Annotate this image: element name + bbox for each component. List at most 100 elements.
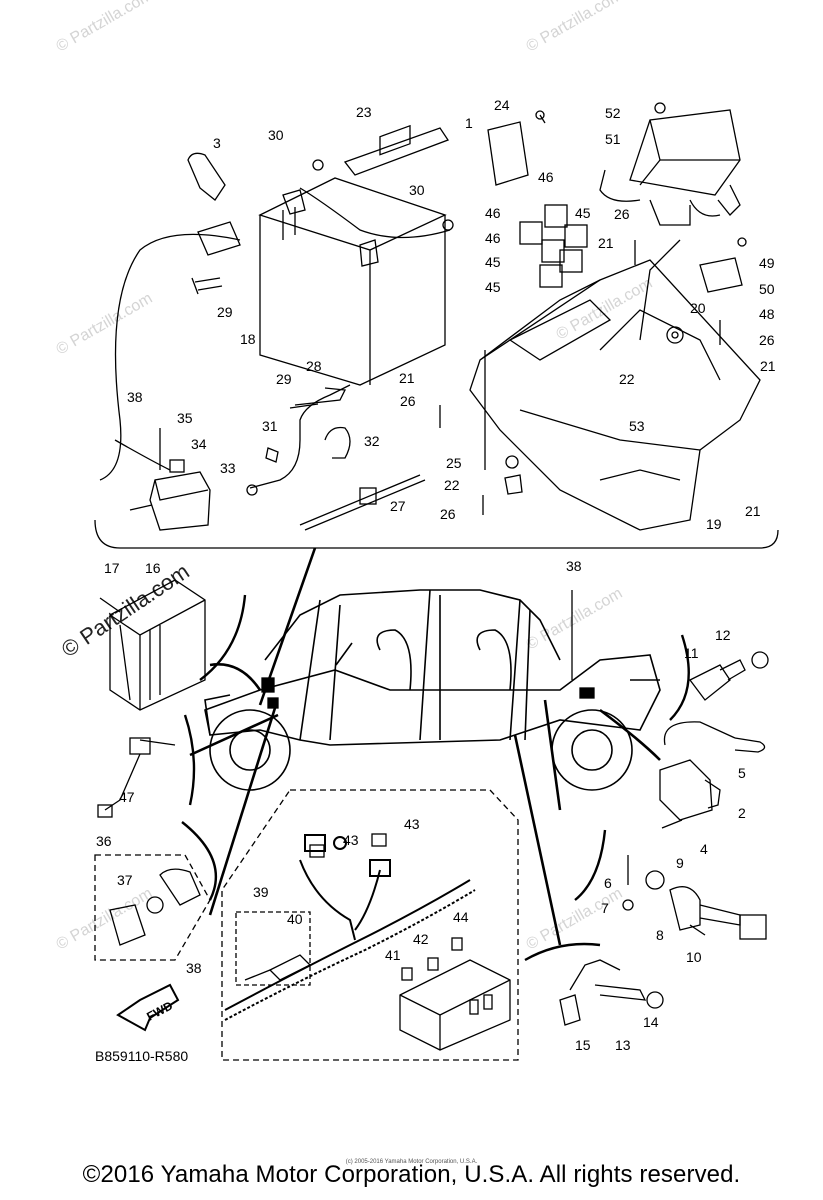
callout-38: 38 xyxy=(127,389,143,405)
callout-22: 22 xyxy=(619,371,635,387)
clip-part-3 xyxy=(187,152,226,201)
callout-21: 21 xyxy=(745,503,761,519)
diagram-code: B859110-R580 xyxy=(95,1048,189,1064)
cable-tie-27 xyxy=(299,474,426,531)
detail-box-39 xyxy=(235,911,311,986)
battery xyxy=(258,124,447,386)
callout-29: 29 xyxy=(217,304,233,320)
callout-37: 37 xyxy=(117,872,133,888)
tie-head xyxy=(359,487,377,505)
callout-24: 24 xyxy=(494,97,510,113)
callout-21: 21 xyxy=(598,235,614,251)
bolt-29-lower xyxy=(289,403,319,409)
callout-31: 31 xyxy=(262,418,278,434)
callout-47: 47 xyxy=(119,789,135,805)
nut-30-left xyxy=(312,159,324,171)
fuse-41 xyxy=(401,967,413,981)
callout-46: 46 xyxy=(538,169,554,185)
callout-3: 3 xyxy=(213,135,221,151)
callout-53: 53 xyxy=(629,418,645,434)
callout-49: 49 xyxy=(759,255,775,271)
callout-10: 10 xyxy=(686,949,702,965)
callout-30: 30 xyxy=(268,127,284,143)
connector-43 xyxy=(371,833,387,847)
speed-sensor xyxy=(559,959,664,1026)
detail-box-36 xyxy=(94,854,211,961)
callout-18: 18 xyxy=(240,331,256,347)
sender-assembly xyxy=(622,855,767,940)
bolt-29-upper xyxy=(191,277,223,295)
bracket-part-1 xyxy=(487,121,529,186)
harness-detail-box xyxy=(221,789,519,1061)
sensor-47 xyxy=(97,737,176,818)
callout-22: 22 xyxy=(444,477,460,493)
callout-17: 17 xyxy=(104,560,120,576)
callout-45: 45 xyxy=(485,254,501,270)
connector-43 xyxy=(309,844,325,858)
callout-33: 33 xyxy=(220,460,236,476)
harness xyxy=(224,834,476,1021)
callout-40: 40 xyxy=(287,911,303,927)
partzilla-logo-watermark: © Partzilla.com xyxy=(57,559,194,663)
fwd-arrow-icon xyxy=(116,983,180,1032)
nut-30-right xyxy=(442,219,454,231)
callout-45: 45 xyxy=(485,279,501,295)
tiny-credit: (c) 2005-2016 Yamaha Motor Corporation, … xyxy=(345,1159,478,1165)
watermarks: © Partzilla.com © Partzilla.com © Partzi… xyxy=(54,0,656,953)
callout-19: 19 xyxy=(706,516,722,532)
callout-36: 36 xyxy=(96,833,112,849)
callout-11: 11 xyxy=(684,645,699,661)
watermark: © Partzilla.com xyxy=(524,0,626,55)
callout-25: 25 xyxy=(446,455,462,471)
battery-band xyxy=(299,187,451,239)
clip-22 xyxy=(504,474,523,495)
fuse-42 xyxy=(427,957,439,971)
clamp-32 xyxy=(324,426,351,459)
callout-21: 21 xyxy=(760,358,776,374)
fuse-box xyxy=(399,959,511,1051)
callout-6: 6 xyxy=(604,875,612,891)
callout-23: 23 xyxy=(356,104,372,120)
ring-terminal xyxy=(246,484,258,496)
callout-46: 46 xyxy=(485,205,501,221)
callout-21: 21 xyxy=(399,370,415,386)
callout-26: 26 xyxy=(400,393,416,409)
callouts: 1 2 3 4 5 6 7 8 9 10 11 12 13 14 15 16 1… xyxy=(96,97,776,1053)
callout-46: 46 xyxy=(485,230,501,246)
callout-8: 8 xyxy=(656,927,664,943)
component-marker xyxy=(267,697,279,709)
pointer-lines xyxy=(189,547,661,946)
rectifier-regulator xyxy=(109,579,206,711)
watermark: © Partzilla.com xyxy=(554,275,656,344)
bolt-4 xyxy=(661,819,683,829)
callout-34: 34 xyxy=(191,436,207,452)
callout-5: 5 xyxy=(738,765,746,781)
bolt-17 xyxy=(99,597,121,613)
cable-38-upper xyxy=(114,439,171,471)
callout-13: 13 xyxy=(615,1037,631,1053)
callout-43: 43 xyxy=(404,816,420,832)
callout-30: 30 xyxy=(409,182,425,198)
grommet-20 xyxy=(666,326,684,344)
leader-line xyxy=(639,239,681,341)
vehicle-illustration xyxy=(204,589,661,791)
battery-box xyxy=(469,259,761,531)
bolt-31 xyxy=(265,447,279,463)
callout-20: 20 xyxy=(690,300,706,316)
callout-38: 38 xyxy=(186,960,202,976)
callout-35: 35 xyxy=(177,410,193,426)
callout-44: 44 xyxy=(453,909,469,925)
watermark: © Partzilla.com xyxy=(54,0,156,55)
callout-39: 39 xyxy=(253,884,269,900)
relays xyxy=(519,204,588,288)
callout-28: 28 xyxy=(306,358,322,374)
component-marker xyxy=(579,687,595,699)
starter-relay xyxy=(129,459,211,531)
callout-48: 48 xyxy=(759,306,775,322)
battery-strap xyxy=(343,127,449,176)
callout-45: 45 xyxy=(575,205,591,221)
battery-cable-left xyxy=(99,233,241,481)
callout-38: 38 xyxy=(566,558,582,574)
callout-14: 14 xyxy=(643,1014,659,1030)
